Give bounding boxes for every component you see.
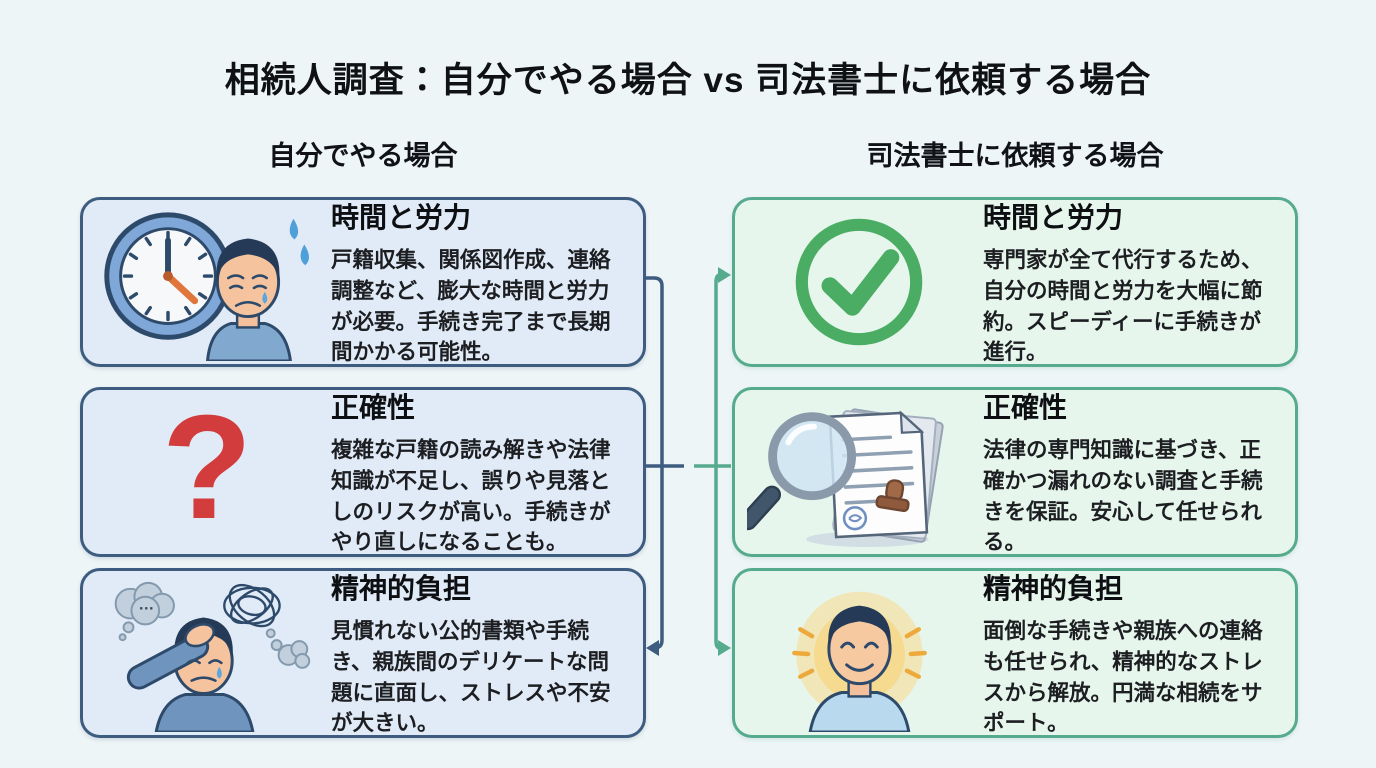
question-mark-icon: ? <box>161 385 253 550</box>
stressed-thoughts-man-icon: … <box>83 571 331 735</box>
right-card-accuracy: 正確性 法律の専門知識に基づき、正確かつ漏れのない調査と手続きを保証。安心して任… <box>732 387 1298 557</box>
left-card-time-effort: 時間と労力 戸籍収集、関係図作成、連絡調整など、膨大な時間と労力が必要。手続き完… <box>80 197 646 367</box>
card-body: 複雑な戸籍の読み解きや法律知識が不足し、誤りや見落としのリスクが高い。手続きがや… <box>331 438 611 555</box>
check-circle-icon <box>735 200 983 364</box>
relieved-man-icon <box>735 571 983 735</box>
card-body: 見慣れない公的書類や手続き、親族間のデリケートな問題に直面し、ストレスや不安が大… <box>331 619 611 736</box>
card-body: 面倒な手続きや親族への連絡も任せられ、精神的なストレスから解放。円満な相続をサポ… <box>983 619 1263 736</box>
card-title: 精神的負担 <box>331 573 472 605</box>
left-card-mental-burden: … 精神的負担 見慣れない公的書類や手続き、親族間 <box>80 568 646 738</box>
card-body: 法律の専門知識に基づき、正確かつ漏れのない調査と手続きを保証。安心して任せられる… <box>983 438 1263 555</box>
left-column-header: 自分でやる場合 <box>268 141 458 171</box>
card-title: 時間と労力 <box>331 202 472 234</box>
right-card-time-effort: 時間と労力 専門家が全て代行するため、自分の時間と労力を大幅に節約。スピーディー… <box>732 197 1298 367</box>
card-body: 専門家が全て代行するため、自分の時間と労力を大幅に節約。スピーディーに手続きが進… <box>983 248 1263 365</box>
flow-connector-arrows <box>646 267 731 656</box>
card-title: 精神的負担 <box>983 573 1124 605</box>
left-card-accuracy: ? 正確性 複雑な戸籍の読み解きや法律知識が不足し、誤りや見落としのリスクが高い… <box>80 387 646 557</box>
card-title: 時間と労力 <box>983 202 1124 234</box>
card-body: 戸籍収集、関係図作成、連絡調整など、膨大な時間と労力が必要。手続き完了まで長期間… <box>331 248 611 365</box>
page-title: 相続人調査：自分でやる場合 vs 司法書士に依頼する場合 <box>224 61 1152 100</box>
magnifier-documents-icon <box>735 390 983 554</box>
card-title: 正確性 <box>983 392 1068 424</box>
card-title: 正確性 <box>331 392 416 424</box>
clock-stressed-man-icon <box>83 200 331 364</box>
right-card-mental-burden: 精神的負担 面倒な手続きや親族への連絡も任せられ、精神的なストレスから解放。円満… <box>732 568 1298 738</box>
right-column-header: 司法書士に依頼する場合 <box>866 141 1164 171</box>
svg-text:…: … <box>138 597 154 614</box>
